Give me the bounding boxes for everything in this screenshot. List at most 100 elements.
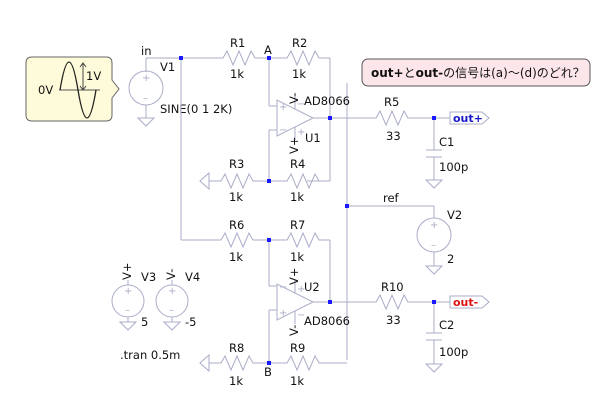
ground-icon xyxy=(424,265,444,275)
svg-text:R5: R5 xyxy=(384,95,399,109)
ground-icon xyxy=(162,321,182,331)
svg-text:5: 5 xyxy=(141,315,148,329)
svg-text:+: + xyxy=(430,220,438,231)
source-v4[interactable]: + – V- V4 -5 xyxy=(155,269,200,331)
v1-value: SINE(0 1 2K) xyxy=(160,102,232,116)
svg-text:100p: 100p xyxy=(439,160,468,174)
resistor-r6[interactable]: R6 1k xyxy=(217,218,257,264)
svg-text:+: + xyxy=(124,286,132,297)
svg-text:–: – xyxy=(125,305,130,316)
svg-text:+: + xyxy=(142,73,150,84)
capacitor-c2[interactable]: C2 100p xyxy=(424,318,468,373)
svg-text:out+: out+ xyxy=(453,112,483,125)
junctions xyxy=(179,56,436,365)
svg-text:–: – xyxy=(431,240,436,251)
zero-volt-label: 0V xyxy=(38,83,53,97)
svg-text:R1: R1 xyxy=(230,36,245,50)
voltage-source-icon xyxy=(416,217,452,253)
svg-text:−: − xyxy=(297,99,305,110)
junction-dot xyxy=(267,179,271,183)
v1-name: V1 xyxy=(160,60,175,74)
source-v2[interactable]: + – V2 2 xyxy=(416,208,462,275)
svg-text:R7: R7 xyxy=(290,218,305,232)
resistor-r9[interactable]: R9 1k xyxy=(283,341,323,388)
svg-text:1k: 1k xyxy=(290,250,304,264)
question-box: out+とout-の信号は(a)〜(d)のどれ？ xyxy=(361,58,591,87)
source-v3[interactable]: + – V+ V3 5 xyxy=(111,262,156,331)
junction-dot xyxy=(328,300,332,304)
svg-text:U2: U2 xyxy=(304,280,320,294)
question-text: out+とout-の信号は(a)〜(d)のどれ？ xyxy=(371,66,585,80)
spice-directive[interactable]: .tran 0.5m xyxy=(120,348,180,362)
svg-text:V2: V2 xyxy=(447,208,462,222)
junction-dot xyxy=(328,116,332,120)
source-v1[interactable]: + – V1 SINE(0 1 2K) xyxy=(128,58,232,127)
svg-text:+: + xyxy=(297,284,305,295)
svg-text:1k: 1k xyxy=(290,374,304,388)
svg-text:R10: R10 xyxy=(381,280,404,294)
resistor-r4[interactable]: R4 1k xyxy=(283,157,323,204)
svg-text:R9: R9 xyxy=(290,341,305,355)
svg-text:V-: V- xyxy=(287,325,301,336)
svg-text:1k: 1k xyxy=(229,190,243,204)
svg-text:-5: -5 xyxy=(185,315,196,329)
junction-dot xyxy=(179,56,183,60)
svg-text:33: 33 xyxy=(386,313,401,327)
svg-text:R3: R3 xyxy=(229,157,244,171)
svg-text:out-: out- xyxy=(453,296,478,309)
port-out-plus[interactable]: out+ xyxy=(449,111,490,125)
net-label-b: B xyxy=(264,365,272,379)
svg-text:1k: 1k xyxy=(290,190,304,204)
svg-text:C2: C2 xyxy=(439,318,454,332)
resistor-r1[interactable]: R1 1k xyxy=(217,36,257,81)
ground-icon xyxy=(424,179,444,189)
svg-text:−: − xyxy=(297,310,305,321)
svg-text:1k: 1k xyxy=(229,250,243,264)
junction-dot xyxy=(432,300,436,304)
net-label-in: in xyxy=(141,44,151,58)
net-label-a: A xyxy=(264,43,272,57)
capacitor-c1[interactable]: C1 100p xyxy=(424,135,468,189)
amplitude-label: 1V xyxy=(86,69,101,83)
ground-icon xyxy=(136,117,156,127)
svg-text:R6: R6 xyxy=(229,218,244,232)
junction-dot xyxy=(267,56,271,60)
svg-text:AD8066: AD8066 xyxy=(304,314,350,328)
resistor-r5[interactable]: R5 33 xyxy=(372,95,412,143)
resistor-r7[interactable]: R7 1k xyxy=(283,218,323,264)
svg-text:+: + xyxy=(279,308,287,319)
svg-text:V4: V4 xyxy=(185,270,200,284)
port-out-minus[interactable]: out- xyxy=(449,295,490,309)
svg-text:AD8066: AD8066 xyxy=(304,94,350,108)
svg-text:V-: V- xyxy=(164,269,178,280)
svg-text:33: 33 xyxy=(386,129,401,143)
svg-text:1k: 1k xyxy=(292,67,306,81)
svg-text:−: − xyxy=(279,282,287,293)
svg-text:2: 2 xyxy=(447,252,454,266)
svg-text:V-: V- xyxy=(287,93,301,104)
svg-text:R4: R4 xyxy=(290,157,305,171)
net-label-ref: ref xyxy=(383,191,400,205)
ground-icon xyxy=(199,171,210,191)
resistor-r2[interactable]: R2 1k xyxy=(283,36,323,81)
svg-text:V3: V3 xyxy=(141,270,156,284)
sine-wave-icon xyxy=(59,61,97,119)
svg-text:100p: 100p xyxy=(439,345,468,359)
resistor-r8[interactable]: R8 1k xyxy=(217,341,257,388)
svg-text:V+: V+ xyxy=(120,262,134,280)
svg-text:V+: V+ xyxy=(287,267,301,285)
opamp-u2[interactable]: − + + − V+ V- U2 AD8066 xyxy=(276,267,350,336)
svg-text:−: − xyxy=(279,125,287,136)
svg-text:+: + xyxy=(279,102,287,113)
svg-text:1k: 1k xyxy=(230,67,244,81)
svg-text:+: + xyxy=(297,127,305,138)
svg-text:V+: V+ xyxy=(287,136,301,154)
resistor-r10[interactable]: R10 33 xyxy=(372,280,412,327)
junction-dot xyxy=(345,204,349,208)
svg-text:U1: U1 xyxy=(305,131,321,145)
opamp-u1[interactable]: + − − + V- V+ AD8066 U1 xyxy=(276,93,350,154)
resistor-r3[interactable]: R3 1k xyxy=(217,157,257,204)
ground-icon xyxy=(424,363,444,373)
junction-dot xyxy=(432,116,436,120)
svg-text:C1: C1 xyxy=(439,135,454,149)
